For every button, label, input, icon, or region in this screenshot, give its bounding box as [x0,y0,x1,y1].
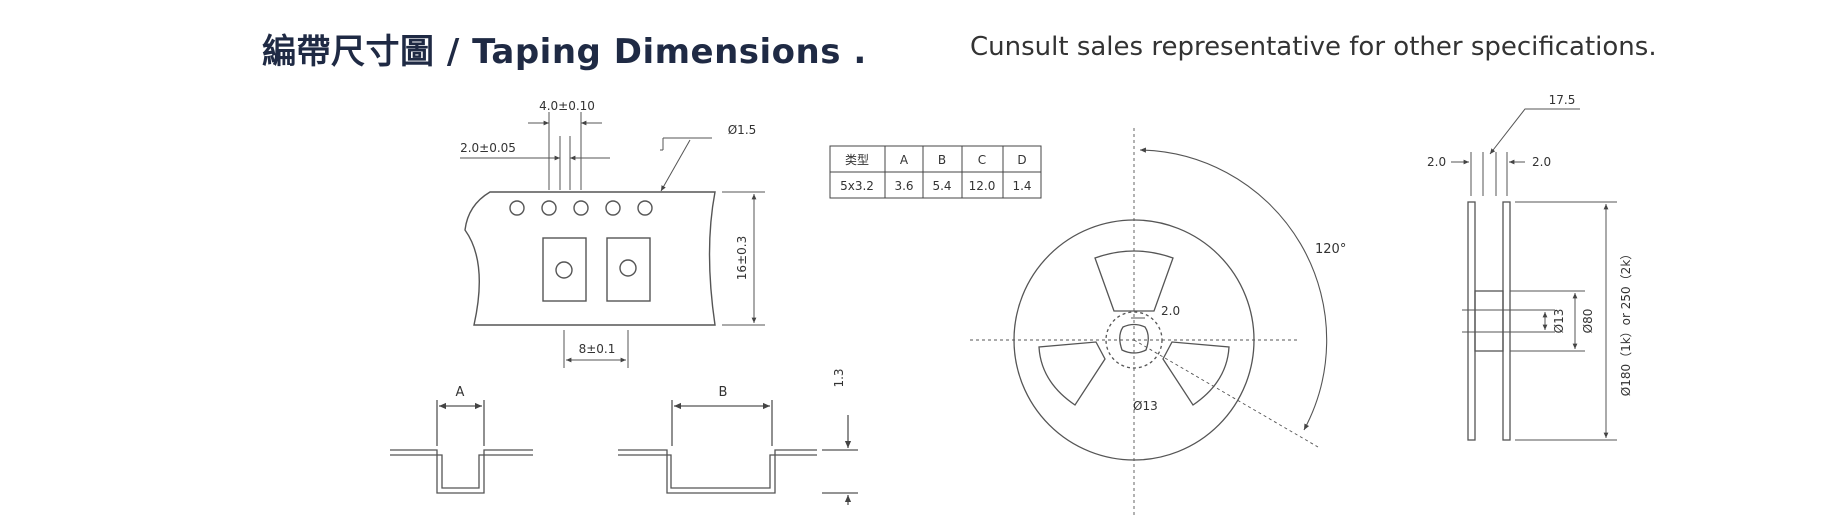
table-cell: 3.6 [894,179,913,193]
slot-width-label: 2.0 [1161,304,1180,318]
cross-section-a [390,400,533,494]
sprocket-hole [637,200,653,216]
section-a-label: A [456,385,465,400]
specification-note: Cunsult sales representative for other s… [970,32,1657,62]
table-cell: 12.0 [969,179,996,193]
table-header-type: 类型 [845,153,869,167]
table-cell: 5.4 [932,179,951,193]
reel-window [1162,341,1230,406]
cavity-hole [555,261,573,279]
cavity [606,237,651,302]
offset-label: 2.0±0.05 [460,141,516,155]
reel-front-view [970,128,1328,516]
hub-outer-label: Ø80 [1581,309,1595,334]
section-b-label: B [719,385,728,400]
left-flange-label: 2.0 [1427,155,1446,169]
tape-outline [464,191,716,326]
sprocket-hole [541,200,557,216]
reel-side-view [1451,108,1617,441]
hub-bore-label: Ø13 [1552,309,1566,334]
table-header-c: C [978,153,986,167]
reel-window [1038,341,1106,406]
right-flange [1502,201,1511,441]
cross-section-b [618,400,858,505]
sprocket-hole [509,200,525,216]
pitch-label: 4.0±0.10 [539,99,595,113]
table-cell: 5x3.2 [840,179,874,193]
tape-width-label: 16±0.3 [735,236,749,280]
sprocket-hole [605,200,621,216]
left-flange [1467,201,1476,441]
depth-label: 1.3 [832,368,846,387]
cavity-hole [619,259,637,277]
table-header-d: D [1017,153,1026,167]
cavity [542,237,587,302]
outer-diameter-label: Ø180（1k）or 250（2k） [1619,248,1633,397]
angle-label: 120° [1315,242,1346,257]
table-header-b: B [938,153,946,167]
hub-diameter-label: Ø13 [1133,399,1158,413]
page-title: 編帶尺寸圖 / Taping Dimensions . [262,32,867,72]
hole-diameter-label: Ø1.5 [728,123,757,137]
table-header-a: A [900,153,909,167]
right-flange-label: 2.0 [1532,155,1551,169]
tape-dimensions [460,112,765,368]
table-cell: 1.4 [1012,179,1031,193]
spec-table [829,145,1042,199]
carrier-tape-top-view [464,191,716,326]
reel-width-label: 17.5 [1549,93,1576,107]
cavity-pitch-label: 8±0.1 [579,342,616,356]
sprocket-hole [573,200,589,216]
hub-body [1474,290,1504,352]
